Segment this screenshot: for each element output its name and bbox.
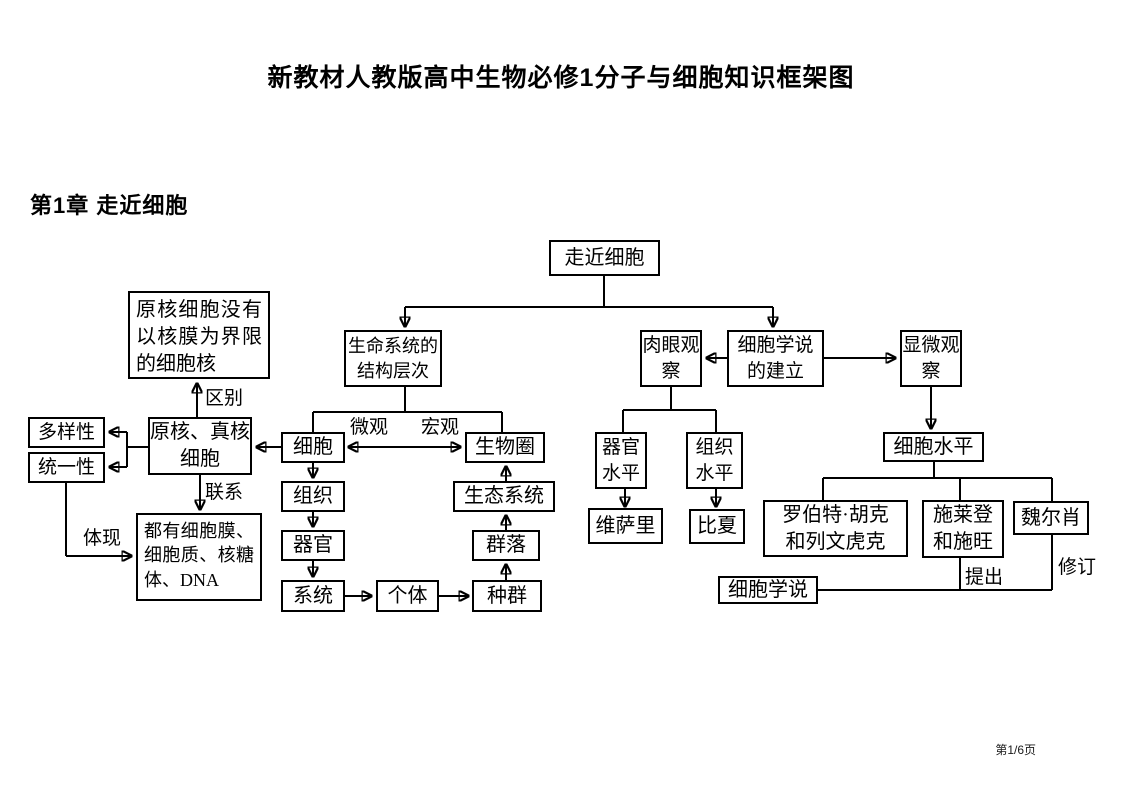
node-schleiden-schwann: 施莱登和施旺 [922, 500, 1004, 558]
label-macro: 宏观 [421, 417, 460, 438]
node-bichat: 比夏 [689, 509, 745, 544]
node-tissue: 组织 [281, 481, 345, 512]
node-cell: 细胞 [281, 432, 345, 463]
node-common-structures: 都有细胞膜、细胞质、核糖体、DNA [136, 513, 262, 601]
node-cell-level: 细胞水平 [883, 432, 984, 462]
node-community: 群落 [472, 530, 540, 561]
label-micro: 微观 [350, 417, 389, 438]
node-naked-eye-observation: 肉眼观察 [640, 330, 702, 387]
label-revised: 修订 [1058, 557, 1097, 578]
node-biosphere: 生物圈 [465, 432, 545, 463]
node-organ: 器官 [281, 530, 345, 561]
label-connection: 联系 [205, 482, 244, 503]
page-number: 第1/6页 [995, 743, 1036, 757]
node-tissue-level: 组织水平 [686, 432, 743, 489]
node-system: 系统 [281, 580, 345, 612]
node-individual: 个体 [376, 580, 439, 612]
node-life-system-levels: 生命系统的结构层次 [344, 330, 442, 387]
label-proposed: 提出 [965, 567, 1004, 588]
node-vesalius: 维萨里 [588, 508, 663, 544]
node-unity: 统一性 [28, 452, 105, 483]
node-hooke-leeuwenhoek: 罗伯特·胡克和列文虎克 [763, 500, 908, 557]
page-title: 新教材人教版高中生物必修1分子与细胞知识框架图 [267, 64, 855, 92]
node-virchow: 魏尔肖 [1013, 501, 1089, 535]
node-approaching-cells: 走近细胞 [549, 240, 660, 276]
node-population: 种群 [472, 580, 542, 612]
node-ecosystem: 生态系统 [453, 481, 555, 512]
chapter-heading: 第1章 走近细胞 [30, 193, 189, 218]
node-prokaryotic-eukaryotic-cells: 原核、真核细胞 [148, 417, 252, 475]
node-prokaryote-no-nucleus: 原核细胞没有以核膜为界限的细胞核 [128, 291, 270, 379]
label-distinction: 区别 [205, 388, 244, 409]
node-cell-theory: 细胞学说 [718, 576, 818, 604]
node-diversity: 多样性 [28, 417, 105, 448]
node-microscopic-observation: 显微观察 [900, 330, 962, 387]
node-cell-theory-establishment: 细胞学说的建立 [727, 330, 824, 387]
label-reflect: 体现 [83, 528, 122, 549]
node-organ-level: 器官水平 [595, 432, 647, 489]
